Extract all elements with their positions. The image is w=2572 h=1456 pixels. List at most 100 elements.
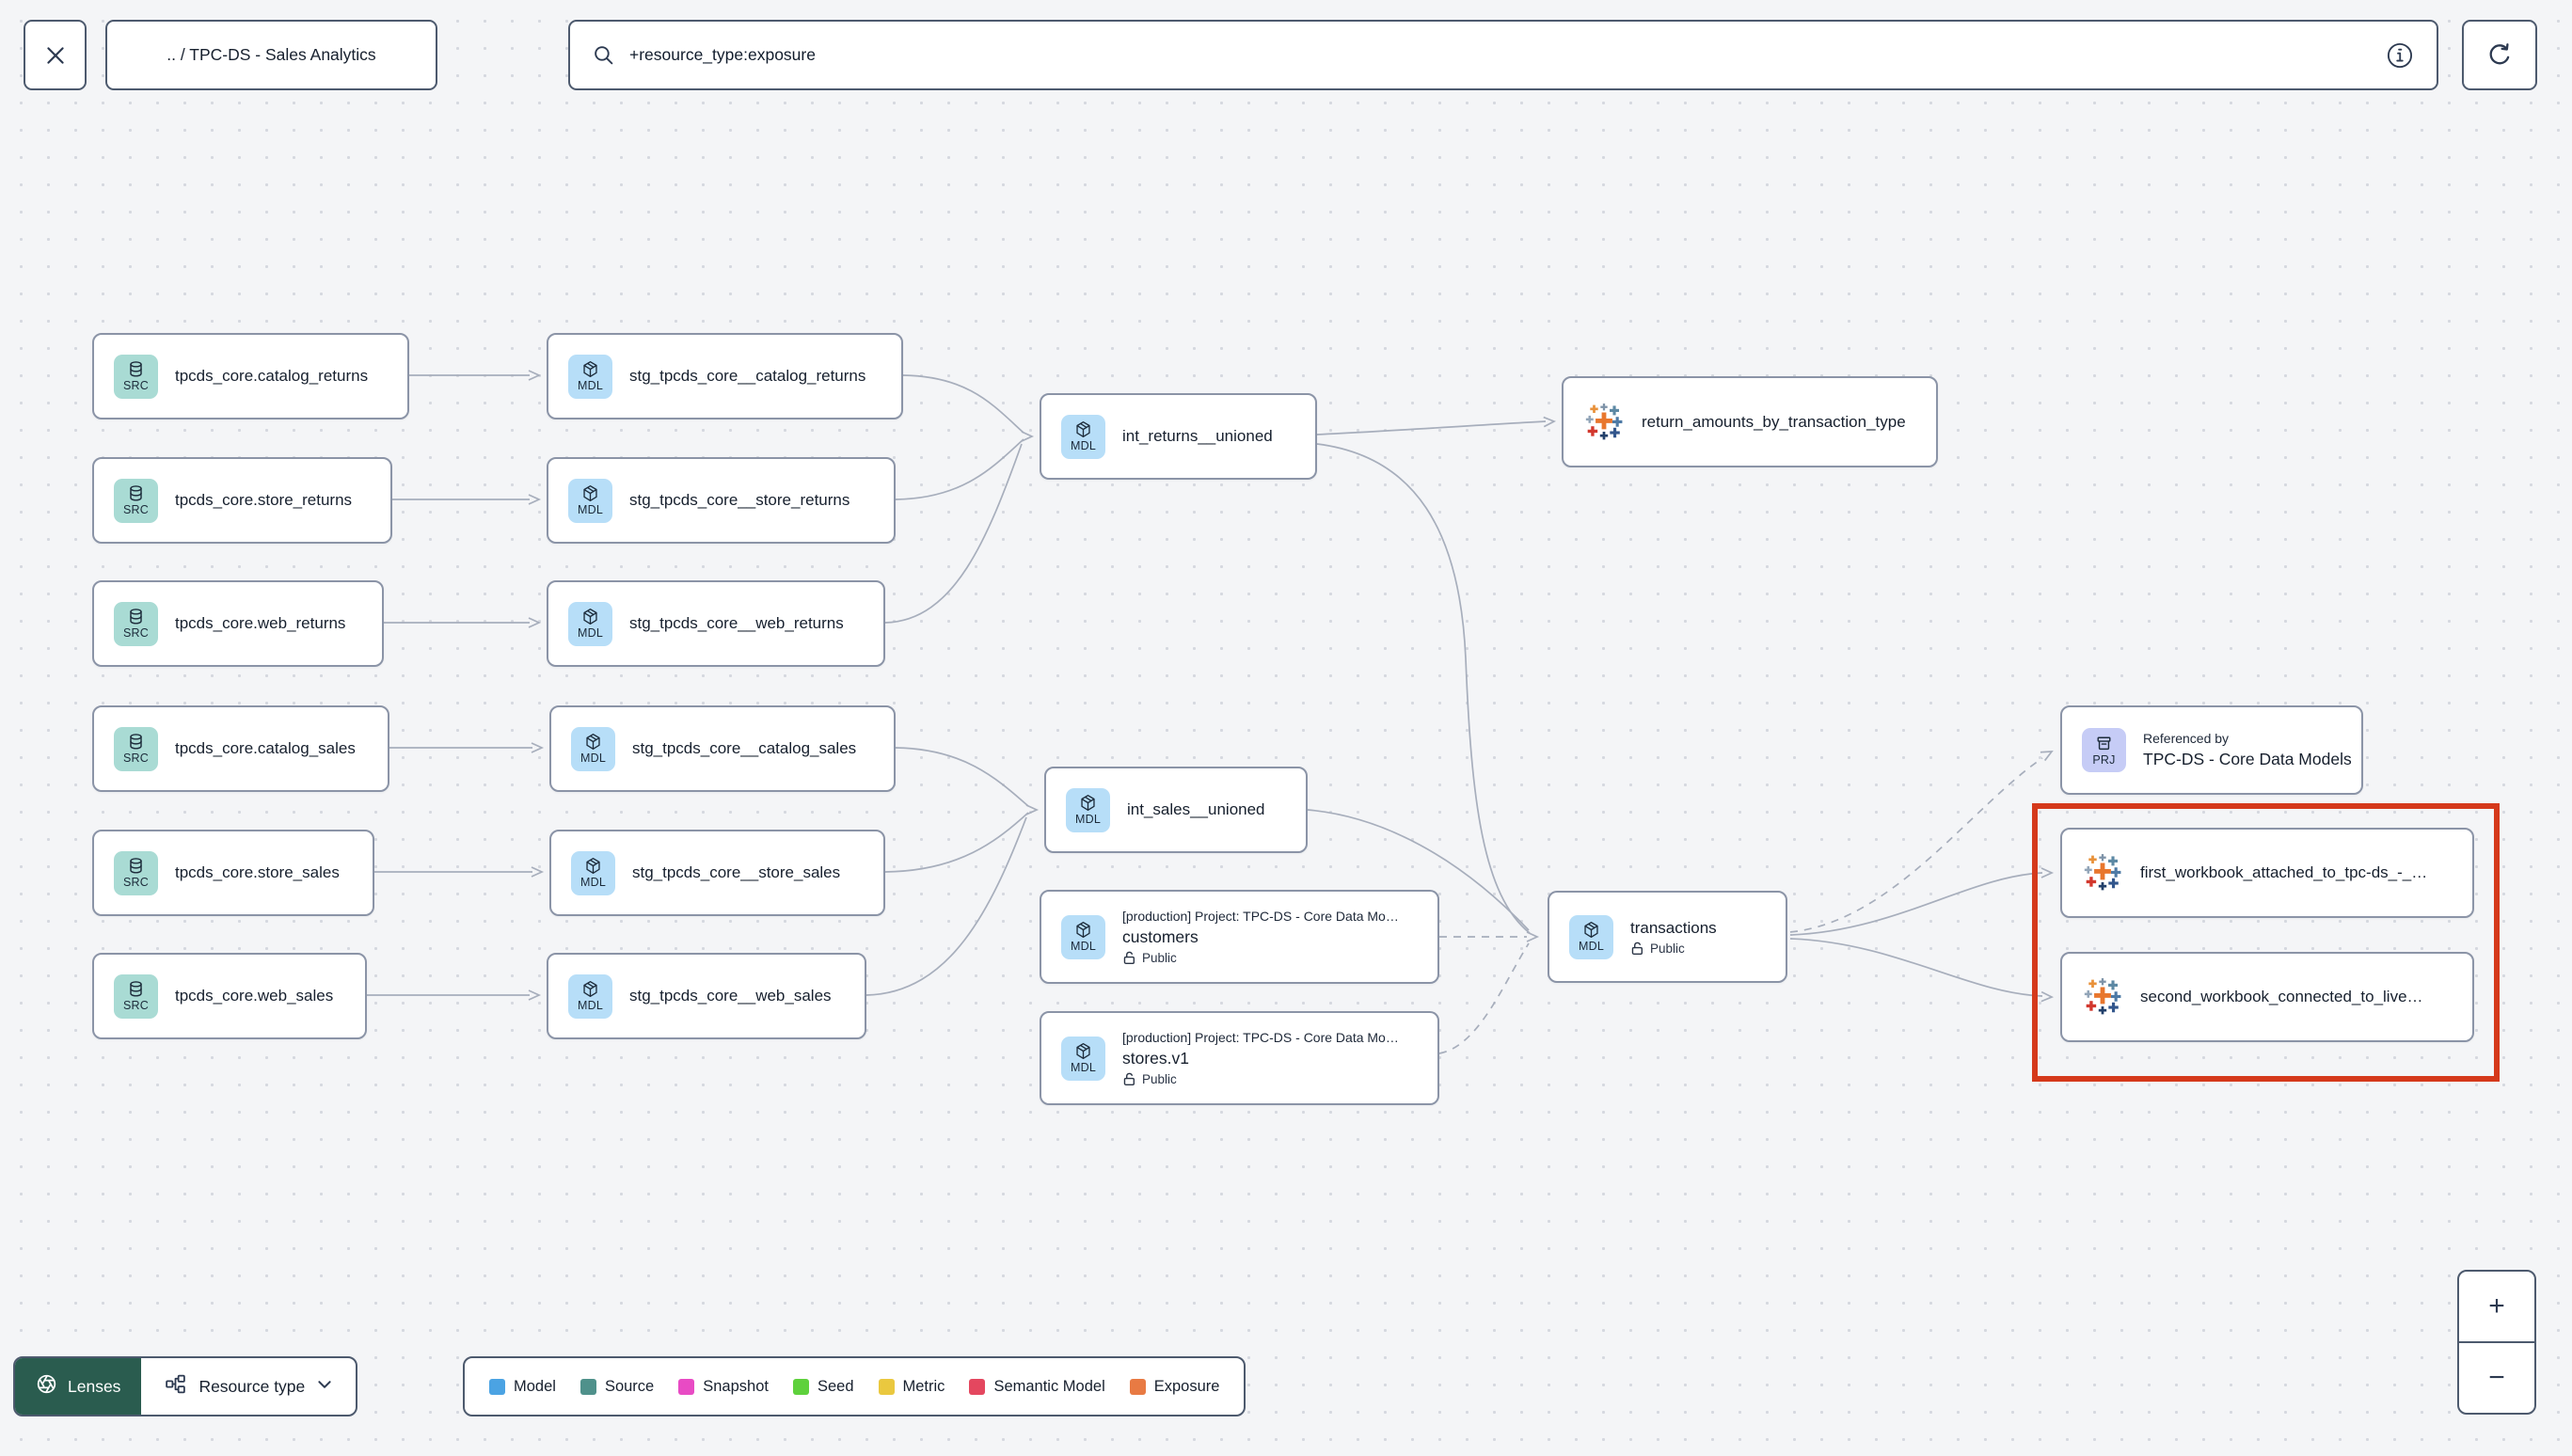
node-stg-catalog-sales[interactable]: MDL stg_tpcds_core__catalog_sales [549,705,896,792]
info-icon[interactable] [2386,41,2414,70]
arrowhead-icon [528,370,542,381]
unlocked-padlock-icon [1630,942,1644,956]
node-stg-web-sales[interactable]: MDL stg_tpcds_core__web_sales [547,953,866,1039]
edge-stg4-intsales [895,747,1029,807]
node-src-store-returns[interactable]: SRC tpcds_core.store_returns [92,457,392,544]
cube-icon [581,980,599,998]
zoom-in-button[interactable]: + [2488,1290,2505,1321]
legend-swatch [579,1378,596,1395]
node-meta: [production] Project: TPC-DS - Core Data… [1122,1030,1399,1045]
node-text: tpcds_core.catalog_returns [175,367,385,386]
refresh-button[interactable] [2462,20,2537,90]
legend-item-semantic-model: Semantic Model [969,1378,1105,1396]
node-label: stg_tpcds_core__catalog_sales [632,739,857,757]
badge-label: MDL [580,876,606,889]
cube-icon [584,857,602,875]
legend-item-snapshot: Snapshot [678,1378,769,1396]
source-badge: SRC [114,354,158,399]
node-text: stg_tpcds_core__store_sales [632,863,857,882]
cube-icon [1074,921,1092,939]
node-meta: Referenced by [2143,731,2230,746]
node-second-workbook[interactable]: second_workbook_connected_to_live… [2060,952,2474,1042]
badge-label: MDL [1071,439,1096,452]
resource-type-dropdown[interactable]: Resource type [141,1358,356,1415]
legend-swatch [678,1378,695,1395]
badge-label: MDL [578,999,603,1012]
node-int-sales-unioned[interactable]: MDL int_sales__unioned [1044,767,1308,853]
node-int-returns-unioned[interactable]: MDL int_returns__unioned [1040,393,1317,480]
cube-icon [581,360,599,378]
edge-stores-transactions [1438,942,1530,1054]
refresh-icon [2485,41,2514,70]
badge-label: PRJ [2092,752,2116,767]
arrowhead-icon [2040,751,2054,762]
access-row: Public [1630,942,1717,956]
database-icon [127,980,145,998]
source-badge: SRC [114,478,158,523]
node-label: stores.v1 [1122,1049,1189,1068]
database-icon [127,608,145,625]
model-badge: MDL [571,726,615,771]
node-label: stg_tpcds_core__store_returns [629,491,850,509]
node-referenced-by-project[interactable]: PRJ Referenced by TPC-DS - Core Data Model… [2060,705,2363,795]
node-text: tpcds_core.store_sales [175,863,357,882]
node-label: int_returns__unioned [1122,427,1273,445]
badge-label: MDL [578,379,603,392]
source-badge: SRC [114,601,158,646]
node-text: tpcds_core.store_returns [175,491,369,510]
node-text: [production] Project: TPC-DS - Core Data… [1122,1030,1416,1086]
tableau-icon [2082,976,2123,1018]
badge-label: SRC [123,876,149,889]
cube-icon [584,733,602,751]
access-row: Public [1122,951,1399,965]
badge-label: MDL [1579,940,1604,953]
arrowhead-icon [2040,867,2055,878]
badge-label: MDL [1075,813,1101,826]
model-badge: MDL [568,354,612,399]
node-label: second_workbook_connected_to_live… [2140,988,2423,1005]
tableau-icon [1583,402,1625,443]
model-badge: MDL [1569,914,1613,959]
node-text: Referenced by TPC-DS - Core Data Models [2143,731,2361,769]
legend-swatch [489,1378,505,1395]
edge-stg2-intreturns [895,438,1024,500]
lenses-label: Lenses [68,1376,121,1396]
model-badge: MDL [1061,1036,1105,1081]
node-text: int_sales__unioned [1127,800,1282,819]
node-stores-v1[interactable]: MDL [production] Project: TPC-DS - Core D… [1040,1011,1439,1105]
source-badge: SRC [114,973,158,1019]
node-src-store-sales[interactable]: SRC tpcds_core.store_sales [92,830,374,916]
edge-intreturns-transactions [1316,443,1531,934]
close-button[interactable] [24,20,87,90]
arrowhead-icon [528,617,542,628]
search-bar[interactable] [568,20,2438,90]
breadcrumb[interactable]: .. / TPC-DS - Sales Analytics [105,20,437,90]
arrowhead-icon [1543,416,1557,428]
arrowhead-icon [528,989,542,1001]
search-icon [593,44,614,66]
zoom-out-button[interactable]: − [2459,1341,2534,1413]
node-return-amounts-by-transaction-type[interactable]: return_amounts_by_transaction_type [1562,376,1938,467]
search-input[interactable] [629,45,2371,65]
node-text: stg_tpcds_core__web_sales [629,987,849,1005]
node-label: stg_tpcds_core__web_sales [629,987,832,1005]
node-customers[interactable]: MDL[production] Project: TPC-DS - Core D… [1040,890,1439,984]
lenses-button[interactable]: Lenses [15,1358,142,1415]
badge-label: SRC [123,503,149,516]
badge-label: SRC [123,626,149,640]
legend-swatch [969,1378,986,1395]
node-text: first_workbook_attached_to_tpc-ds_-_… [2140,863,2444,882]
node-label: TPC-DS - Core Data Models [2143,750,2352,768]
node-first-workbook[interactable]: first_workbook_attached_to_tpc-ds_-_… [2060,828,2474,918]
arrowhead-icon [1025,804,1040,815]
node-stg-store-sales[interactable]: MDL stg_tpcds_core__store_sales [549,830,885,916]
node-text: second_workbook_connected_to_live… [2140,988,2440,1006]
node-src-catalog-returns[interactable]: SRC tpcds_core.catalog_returns [92,333,409,419]
